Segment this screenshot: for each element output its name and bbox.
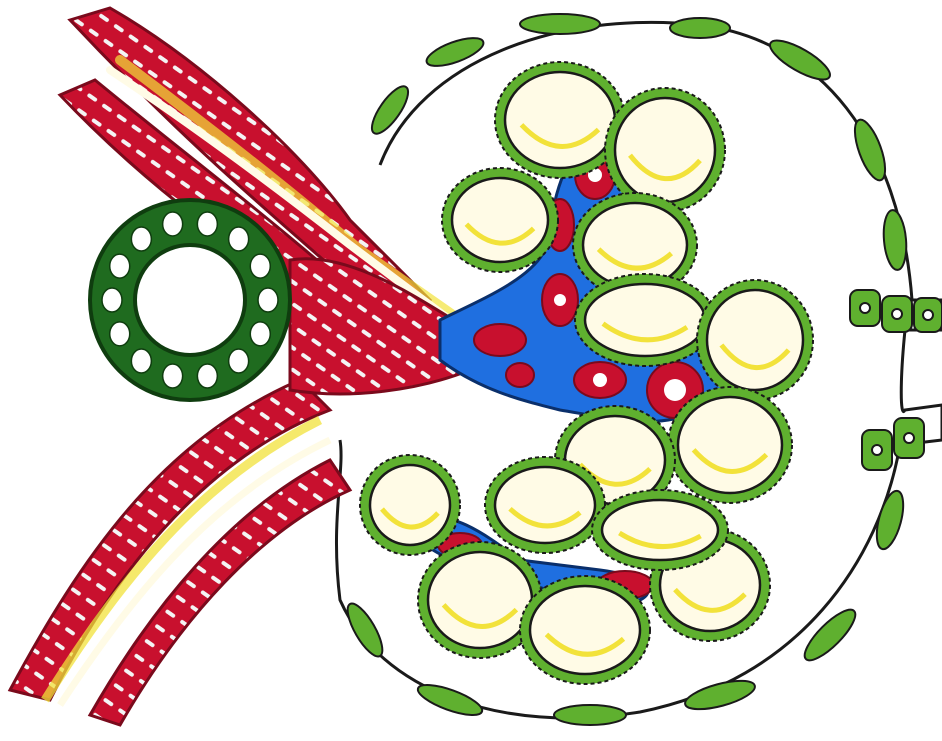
podocyte-cell-icon [495, 62, 625, 178]
podocyte-cell-icon [520, 576, 650, 684]
tubule-nucleus-icon [102, 288, 122, 312]
tubule-nucleus-icon [258, 288, 278, 312]
tubule-nucleus-icon [131, 349, 151, 373]
efferent-arteriole-icon [10, 380, 350, 725]
tubule-nucleus-icon [197, 364, 217, 388]
tubule-nucleus-icon [163, 212, 183, 236]
tubule-nucleus-icon [131, 227, 151, 251]
tubule-nucleus-icon [250, 322, 270, 346]
tubule-nucleus-icon [197, 212, 217, 236]
podocyte-cell-icon [360, 455, 460, 555]
podocyte-cell-icon [575, 274, 715, 366]
tubule-nucleus-icon [110, 254, 130, 278]
podocyte-cell-icon [442, 168, 558, 272]
podocyte-cell-icon [605, 88, 725, 212]
tubule-nucleus-icon [110, 322, 130, 346]
tubule-nucleus-icon [163, 364, 183, 388]
podocyte-cell-icon [485, 457, 605, 553]
tubule-nucleus-icon [229, 349, 249, 373]
macula-densa-tubule-icon [90, 200, 290, 400]
podocyte-cell-icon [592, 490, 728, 570]
tubule-nucleus-icon [250, 254, 270, 278]
tubule-nucleus-icon [229, 227, 249, 251]
podocyte-cell-icon [697, 280, 813, 400]
podocyte-cell-icon [668, 387, 792, 503]
